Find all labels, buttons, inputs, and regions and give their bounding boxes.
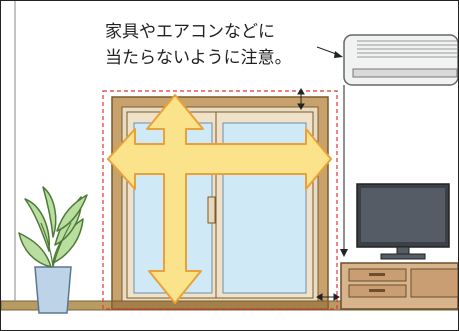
clearance-guide [102, 90, 338, 310]
plant-pot [34, 266, 72, 314]
window [111, 96, 329, 310]
window-sill [111, 300, 329, 310]
tv-icon [356, 183, 450, 260]
aircon-icon [343, 34, 458, 86]
pointer-to-aircon [316, 46, 343, 58]
clearance-arrow-icon [316, 293, 340, 301]
caption-line-1: 家具やエアコンなどに [105, 22, 275, 42]
pointer-to-tv [340, 85, 348, 257]
clearance-arrow-icon [297, 88, 305, 110]
window-latch [207, 196, 216, 224]
caution-caption: 家具やエアコンなどに 当たらないように注意。 [105, 19, 335, 71]
plant-icon [18, 186, 88, 314]
caption-line-2: 当たらないように注意。 [105, 48, 292, 68]
tv-cabinet [340, 262, 458, 310]
move-cross-arrow-icon [107, 94, 332, 304]
